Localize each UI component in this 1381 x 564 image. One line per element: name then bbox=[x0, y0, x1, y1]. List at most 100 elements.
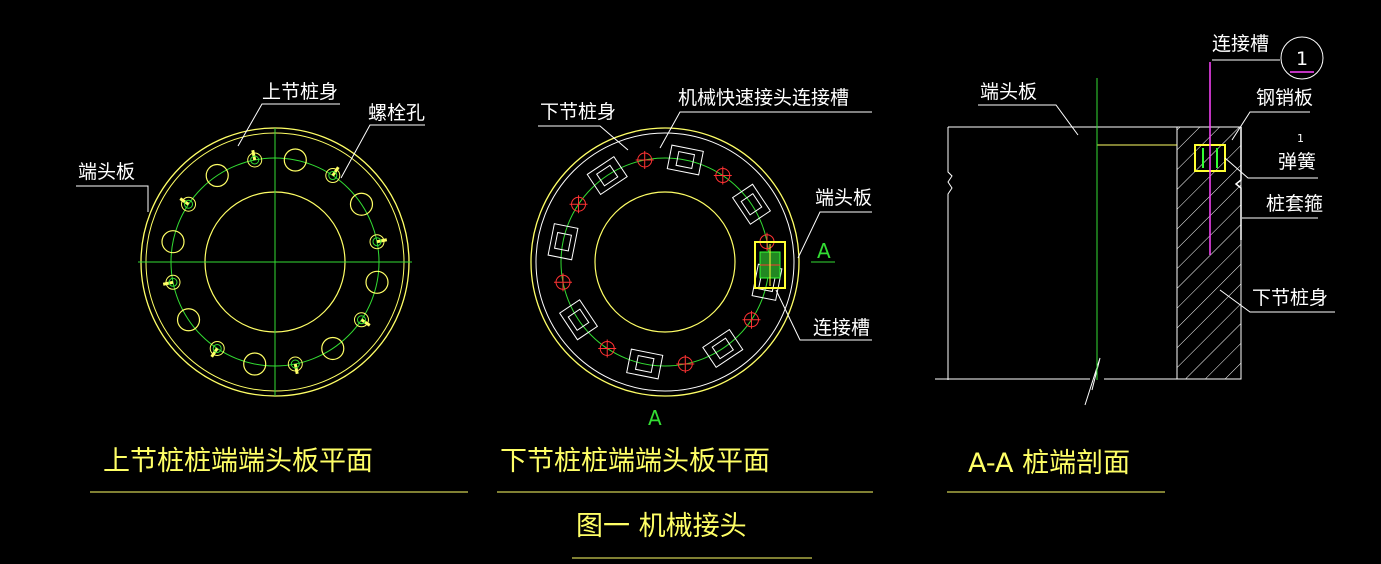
keyhole-head bbox=[325, 168, 341, 184]
keyhole-head bbox=[353, 312, 369, 328]
keyhole-center bbox=[328, 171, 338, 181]
slot-outer bbox=[666, 144, 704, 176]
keyhole-stem bbox=[179, 197, 190, 206]
slot-inner bbox=[711, 337, 735, 360]
slot bbox=[626, 348, 664, 380]
keyhole-pin bbox=[162, 274, 181, 290]
bolt-hole bbox=[161, 230, 185, 254]
middle-outer-circle-inner-ring bbox=[535, 132, 795, 392]
slot-outer bbox=[547, 223, 579, 261]
right-label-steel-pin-plate: 钢销板 bbox=[1256, 87, 1313, 109]
left-label-end-plate: 端头板 bbox=[78, 161, 135, 183]
left-leader-upper-pile bbox=[237, 103, 340, 147]
keyhole-stem bbox=[331, 166, 340, 177]
slot-inner bbox=[740, 192, 763, 216]
keyhole-stem bbox=[162, 280, 174, 286]
middle-slots bbox=[547, 144, 783, 380]
detail-bubble bbox=[1280, 36, 1324, 80]
right-view: 端头板 连接槽 1 钢销板 1 弹簧 桩套箍 下节桩身 A-A 桩端剖面 bbox=[935, 33, 1335, 493]
slot bbox=[558, 299, 599, 341]
keyhole-head bbox=[181, 196, 197, 212]
middle-outer-circle bbox=[530, 127, 800, 397]
left-label-bolt-hole: 螺栓孔 bbox=[368, 102, 425, 124]
right-title: A-A 桩端剖面 bbox=[968, 448, 1130, 479]
keyhole-head bbox=[209, 340, 225, 356]
keyhole-center bbox=[356, 315, 366, 325]
slot-outer bbox=[626, 348, 664, 380]
slot bbox=[547, 223, 579, 261]
slot-inner bbox=[634, 354, 655, 374]
keyhole-stem bbox=[293, 363, 299, 375]
figure-caption: 图一 机械接头 bbox=[576, 511, 747, 542]
keyhole-center bbox=[212, 343, 222, 353]
right-label-detail-no: 1 bbox=[1296, 48, 1308, 70]
right-label-lower-pile: 下节桩身 bbox=[1252, 287, 1328, 309]
keyhole-stem bbox=[360, 318, 371, 327]
middle-label-end-plate: 端头板 bbox=[815, 187, 872, 209]
slot-inner bbox=[553, 231, 573, 252]
middle-leader-end-plate bbox=[797, 211, 872, 259]
right-leader-end-plate bbox=[978, 104, 1079, 136]
left-leader-bolt-hole bbox=[340, 124, 425, 179]
keyhole-pin bbox=[325, 166, 341, 184]
slot-outer bbox=[731, 183, 772, 225]
bolt-hole bbox=[321, 336, 345, 361]
slot-pin bbox=[598, 339, 617, 358]
right-label-end-plate: 端头板 bbox=[980, 81, 1037, 103]
keyhole-stem bbox=[251, 149, 257, 161]
bolt-hole bbox=[176, 308, 201, 332]
left-leader-end-plate bbox=[76, 185, 149, 212]
slot-pin bbox=[742, 310, 761, 329]
slot-pin bbox=[635, 150, 654, 169]
keyhole-center bbox=[184, 199, 194, 209]
keyhole-pin bbox=[247, 149, 263, 168]
keyhole-pin bbox=[209, 340, 225, 358]
keyhole-center bbox=[372, 237, 382, 247]
middle-title: 下节桩桩端端头板平面 bbox=[500, 446, 770, 477]
bolt-hole bbox=[243, 352, 267, 376]
middle-highlighted-slot bbox=[754, 241, 786, 289]
bolt-hole bbox=[205, 163, 229, 188]
left-title: 上节桩桩端端头板平面 bbox=[103, 446, 373, 477]
slot-inner bbox=[567, 308, 590, 332]
slot bbox=[702, 328, 744, 369]
slot-outer bbox=[558, 299, 599, 341]
slot-pin bbox=[676, 355, 695, 374]
keyhole-stem bbox=[376, 238, 388, 244]
middle-leader-slot bbox=[775, 289, 872, 341]
left-label-upper-pile: 上节桩身 bbox=[262, 81, 338, 103]
right-leader-lower-pile bbox=[1219, 289, 1335, 313]
bolt-hole bbox=[283, 148, 307, 172]
middle-slot-circle bbox=[560, 157, 770, 367]
slot bbox=[666, 144, 704, 176]
right-leader-spring bbox=[1224, 157, 1318, 179]
slot-inner bbox=[675, 150, 696, 170]
slot-outer bbox=[702, 328, 744, 369]
bolt-hole bbox=[349, 192, 374, 216]
slot bbox=[731, 183, 772, 225]
keyhole-pin bbox=[287, 356, 303, 375]
keyhole-stem bbox=[210, 347, 219, 358]
middle-section-mark-bottom: A bbox=[648, 406, 662, 430]
section-break-symbol bbox=[1084, 357, 1101, 406]
middle-leader-lower-pile bbox=[538, 125, 629, 151]
slot bbox=[586, 155, 628, 196]
middle-label-lower-pile: 下节桩身 bbox=[540, 101, 616, 123]
keyhole-pin bbox=[369, 234, 388, 250]
bolt-hole bbox=[365, 270, 389, 294]
keyhole-center bbox=[290, 359, 300, 369]
middle-inner-circle bbox=[594, 191, 736, 333]
section-left-edge bbox=[947, 127, 953, 380]
left-view: 上节桩身 螺栓孔 端头板 上节桩桩端端头板平面 bbox=[76, 81, 468, 493]
left-bolt-holes bbox=[161, 148, 389, 376]
right-label-spring: 弹簧 bbox=[1278, 151, 1316, 173]
keyhole-center bbox=[250, 155, 260, 165]
middle-section-mark: A bbox=[817, 239, 831, 263]
right-label-hoop: 桩套箍 bbox=[1266, 193, 1323, 215]
section-hatched-body bbox=[1176, 126, 1242, 380]
middle-view: 下节桩身 机械快速接头连接槽 端头板 A A 连接槽 下节桩桩端端头板平面 bbox=[497, 87, 873, 493]
middle-label-slot: 连接槽 bbox=[813, 317, 870, 339]
slot-pin bbox=[553, 273, 572, 292]
middle-label-quick-slot: 机械快速接头连接槽 bbox=[678, 87, 849, 109]
